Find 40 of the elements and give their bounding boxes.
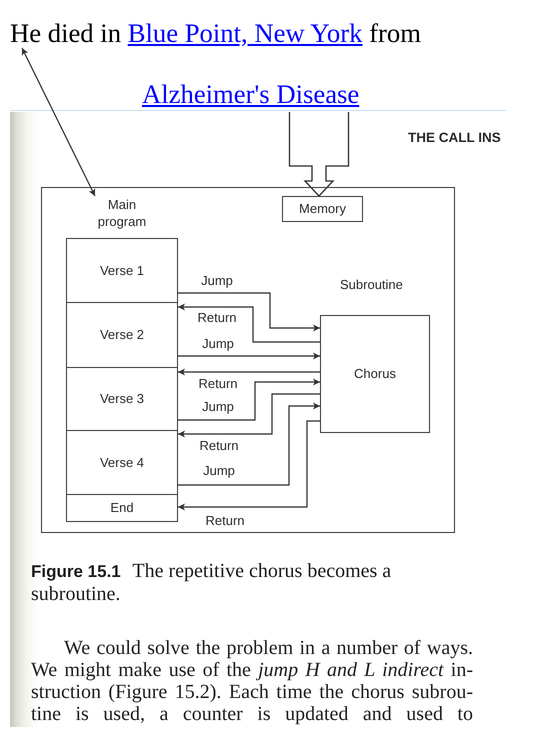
edge-label: Jump (200, 274, 234, 288)
node-label: Memory (299, 201, 346, 217)
link: Alzheimer's Disease (142, 79, 360, 109)
arrow (21, 48, 96, 196)
end-box (66, 494, 178, 522)
arrow (178, 352, 320, 360)
arrow (178, 402, 320, 486)
figure-caption: Figure 15.1 The repetitive chorus becomes a subroutine. (31, 560, 392, 605)
arrow (178, 420, 320, 510)
node-label: Verse 1 (100, 262, 144, 278)
link: Blue Point, New York (128, 18, 362, 48)
edge-label: Return (197, 377, 239, 391)
memory-box (282, 196, 363, 222)
verse-box (66, 367, 178, 431)
verse-box (66, 430, 178, 495)
edge-label: Return (198, 439, 240, 453)
chorus-box (320, 315, 430, 433)
verse-box (66, 302, 178, 368)
sentence-text: He died in Blue Point, New York from (10, 18, 421, 48)
node-label: Verse 3 (100, 391, 144, 407)
edge-label: Jump (202, 464, 236, 478)
verse-box (66, 238, 178, 303)
program-label: Main program (91, 196, 153, 230)
region-label: Subroutine (340, 277, 403, 293)
edge-label: Return (204, 514, 246, 528)
block-arrow (288, 111, 350, 197)
node-label: Verse 4 (100, 454, 144, 470)
arrow (178, 393, 320, 438)
node-label: Verse 2 (100, 327, 144, 343)
body-text: We could solve the problem in a number of ways. We might make use of the jump H and L indirect in-struction (Figure 15.2). Each time the chorus subrou-tine is used, a counter is updated and used to (31, 637, 473, 725)
edge-label: Jump (201, 400, 235, 414)
arrow (178, 378, 320, 421)
node-label: End (110, 500, 134, 516)
arrow (178, 292, 320, 332)
arrow (178, 304, 320, 343)
running-header: THE CALL INS (408, 130, 501, 145)
edge-label: Jump (201, 337, 235, 351)
edge-label: Return (196, 311, 238, 325)
arrow (178, 368, 320, 376)
node-label: Chorus (354, 366, 396, 382)
